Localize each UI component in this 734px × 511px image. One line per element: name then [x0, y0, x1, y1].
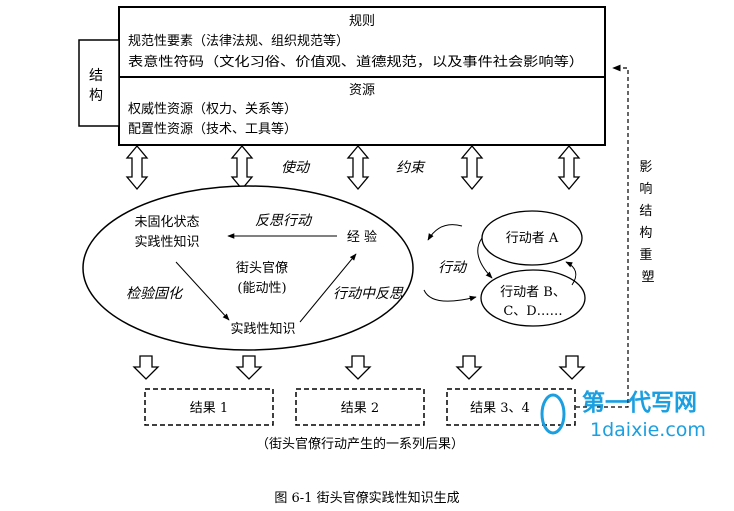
watermark-en: 1daixie.com — [590, 419, 706, 441]
result-2-box — [295, 388, 425, 426]
actor-bcd-text-1: 行动者 B、 — [500, 285, 566, 300]
structure-side-label: 结构 — [78, 39, 120, 127]
double-arrow-3 — [346, 144, 370, 191]
reflect-in-action-arrow — [299, 253, 357, 323]
experience-text: 经 验 — [347, 229, 377, 245]
double-arrow-5 — [557, 144, 581, 191]
unfixed-state-text: 未固化状态 — [134, 215, 199, 230]
unfixed-knowledge-text: 实践性知识 — [134, 234, 199, 250]
actor-bcd-text-2: C、D…… — [503, 304, 562, 319]
double-arrow-1 — [125, 144, 149, 191]
structure-box: 规则 规范性要素（法律法规、组织规范等） 表意性符码（文化习俗、价值观、道德规范… — [118, 6, 606, 146]
actor-arrow-down — [477, 237, 493, 279]
action-label: 行动 — [438, 260, 468, 276]
enable-label: 使动 — [281, 160, 311, 176]
resources-title: 资源 — [349, 83, 375, 98]
down-arrow-1 — [132, 355, 160, 380]
double-arrows-row — [125, 144, 581, 191]
result-1-text: 结果 1 — [190, 401, 228, 416]
down-arrows-row — [132, 355, 586, 380]
verify-arrow — [175, 261, 230, 321]
results-caption: （街头官僚行动产生的一系列后果） — [256, 436, 464, 452]
reflect-in-action-text: 行动中反思 — [333, 286, 404, 302]
down-arrow-4 — [455, 355, 483, 380]
down-arrow-5 — [558, 355, 586, 380]
result-2-text: 结果 2 — [341, 401, 379, 416]
constrain-label: 约束 — [396, 160, 426, 176]
actor-bcd-ellipse — [480, 269, 586, 327]
resources-line-2: 配置性资源（技术、工具等） — [128, 121, 297, 137]
resources-line-1: 权威性资源（权力、关系等） — [128, 101, 297, 117]
figure-caption: 图 6-1 街头官僚实践性知识生成 — [274, 490, 459, 506]
practical-knowledge-text: 实践性知识 — [230, 321, 295, 337]
result-3-text: 结果 3、4 — [470, 401, 530, 416]
center-text-line1: 街头官僚 — [236, 260, 288, 276]
reflect-action-text: 反思行动 — [255, 213, 313, 229]
rules-line-2: 表意性符码（文化习俗、价值观、道德规范，以及事件社会影响等） — [128, 54, 584, 70]
watermark-cn: 第一代写网 — [582, 389, 697, 416]
action-arrow-in — [427, 224, 463, 241]
double-arrow-4 — [460, 144, 484, 191]
center-text-line2: (能动性) — [237, 281, 286, 296]
watermark: 第一代写网 1daixie.com — [540, 389, 706, 441]
actor-arrow-up — [565, 261, 577, 286]
down-arrow-3 — [344, 355, 372, 380]
actor-a-text: 行动者 A — [506, 231, 559, 246]
results-row: 结果 1 结果 2 结果 3、4 — [144, 388, 576, 426]
structure-side-text: 结构 — [89, 68, 103, 104]
restructure-label: 影 响 结 构 重 塑 — [639, 160, 656, 285]
rules-title: 规则 — [349, 14, 375, 29]
verify-fix-text: 检验固化 — [126, 286, 184, 302]
street-bureaucrat-ellipse: 未固化状态 实践性知识 经 验 反思行动 街头官僚 (能动性) 检验固化 实践性… — [82, 185, 414, 351]
double-arrow-2 — [230, 144, 254, 191]
watermark-logo-icon — [540, 393, 566, 435]
result-1-box — [144, 388, 274, 426]
down-arrow-2 — [235, 355, 263, 380]
actors-group: 行动者 A 行动者 B、 C、D…… 行动 — [423, 210, 586, 327]
rules-line-1: 规范性要素（法律法规、组织规范等） — [128, 33, 349, 49]
action-arrow-out — [423, 289, 477, 302]
